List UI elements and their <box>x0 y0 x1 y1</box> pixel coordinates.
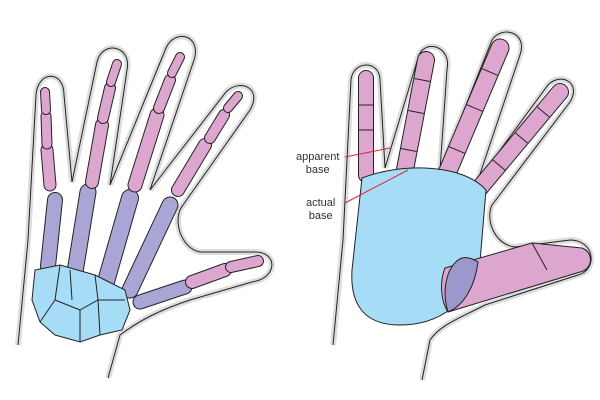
apparent-base-pointer <box>344 147 391 158</box>
metacarpal-bone <box>97 190 138 293</box>
finger-joint-line <box>515 132 528 144</box>
finger-joint-line <box>481 68 498 76</box>
thumb-joint <box>531 242 548 271</box>
finger-joint-line <box>400 148 417 152</box>
phalanx-bone <box>205 110 229 143</box>
finger-joint-line <box>536 106 550 118</box>
finger <box>470 84 568 198</box>
carpal-bones <box>31 264 131 343</box>
actual-base-pointer <box>344 169 409 204</box>
phalanx-bone <box>154 75 175 113</box>
phalanx-bone <box>168 53 184 77</box>
finger-joint-line <box>448 146 465 154</box>
finger-joint-line <box>414 78 431 82</box>
metacarpal-bone <box>133 280 192 309</box>
phalanx-bone <box>86 119 108 188</box>
metacarpal-bone <box>41 193 62 273</box>
phalanx-bone <box>128 108 164 192</box>
surface-hand <box>330 29 595 381</box>
actual-base-label: actual base <box>306 197 336 222</box>
phalanx-bone <box>98 83 115 123</box>
phalanx-bone <box>107 60 121 86</box>
finger <box>436 39 509 187</box>
right-hand-outline <box>332 31 592 381</box>
finger <box>396 52 434 183</box>
phalanx-bone <box>172 139 211 196</box>
phalanx-bone <box>41 111 52 149</box>
metacarpal-bone <box>67 184 96 280</box>
palm-thumb-overlap <box>444 257 479 313</box>
left-hand-outline <box>17 36 273 379</box>
finger-joint-line <box>492 159 506 171</box>
apparent-base-label: apparent base <box>296 151 340 176</box>
thumb-area <box>441 242 591 313</box>
finger-joint-line <box>466 104 483 112</box>
phalanx-bone <box>186 264 231 288</box>
phalanx-bone <box>41 88 50 114</box>
phalanx-bone <box>41 144 56 191</box>
phalanx-bone <box>226 256 263 272</box>
finger-joint-line <box>408 110 425 114</box>
phalanx-bone <box>224 92 242 112</box>
skeleton-hand <box>15 33 275 379</box>
metacarpal-bone <box>122 197 178 298</box>
carpal-divisions <box>39 264 125 342</box>
